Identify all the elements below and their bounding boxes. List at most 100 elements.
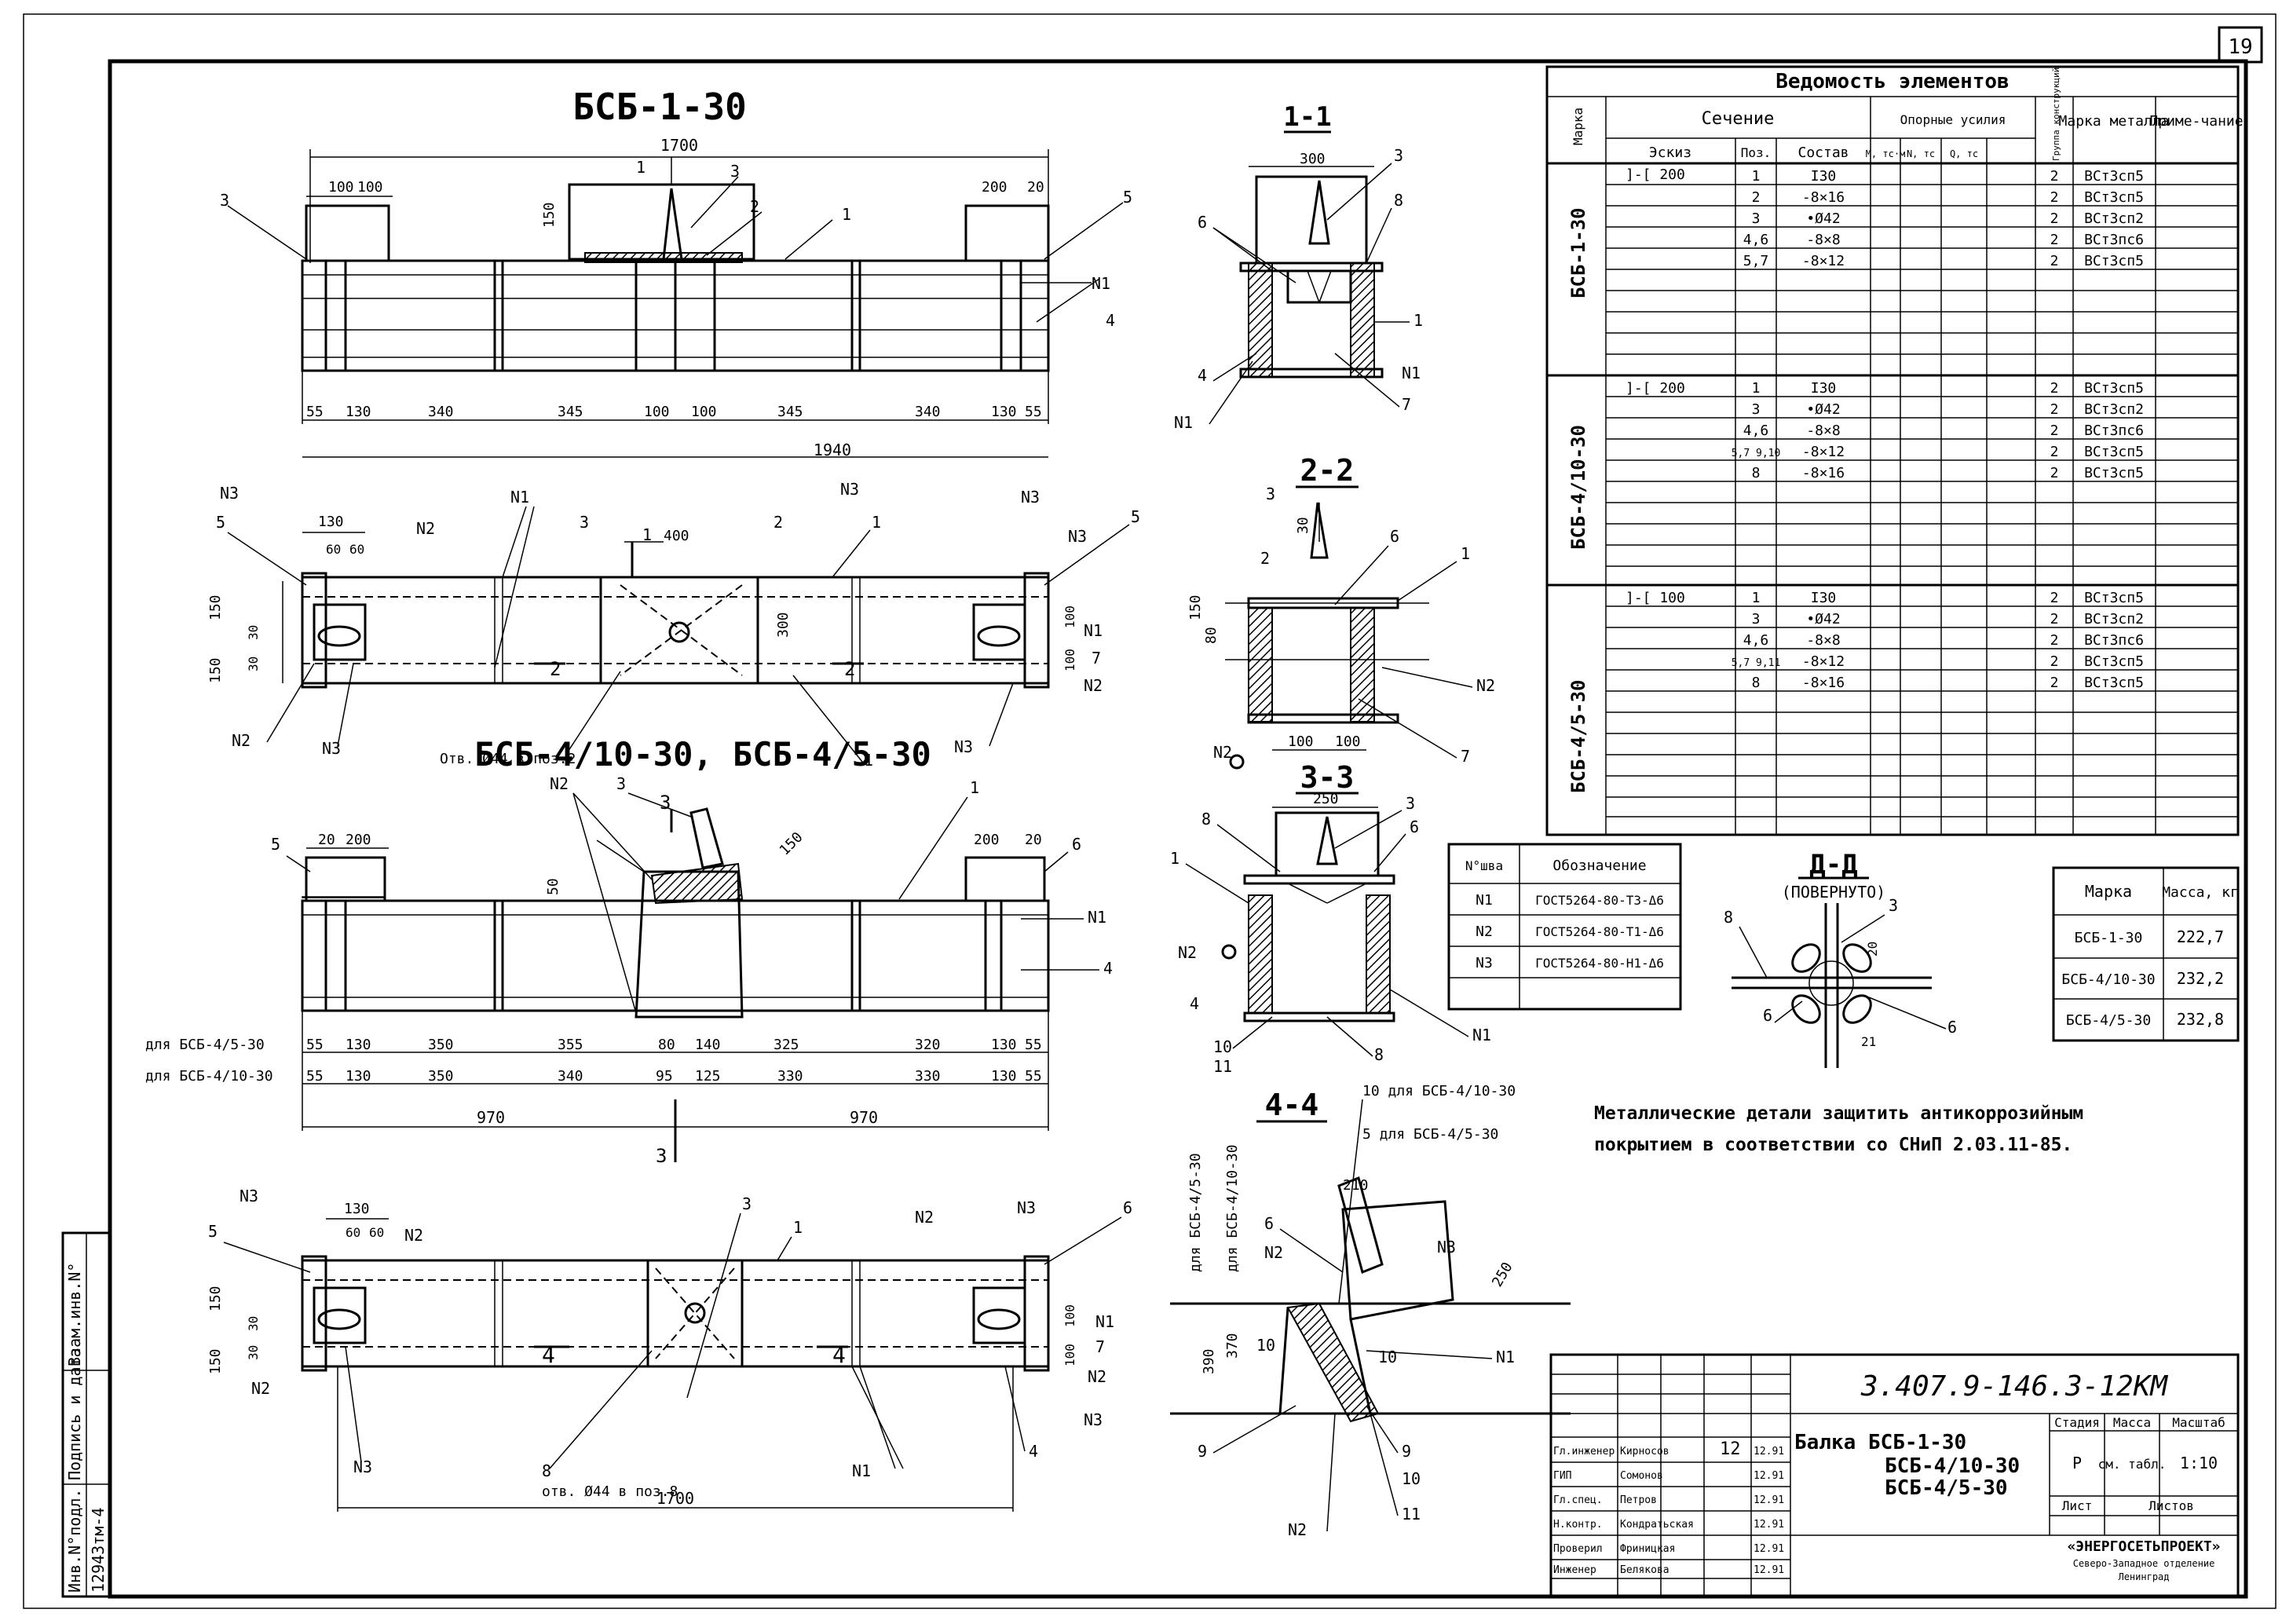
label-drawing-dims_plan2-9: 1700 [656,1489,694,1508]
label-note-line1: Металлические детали защитить антикорроз… [1594,1103,2083,1124]
label-drawing-callouts-11: N1 [852,1461,871,1480]
label-elements_table-headers-mark: Марка [1571,108,1585,145]
main-title: БСБ-1-30 [572,86,747,128]
label-drawing-dims_plan2-1: 60 [346,1225,360,1240]
label-drawing-dims_plan2-4: 150 [207,1348,224,1374]
label-drawing-callouts-11: N1 [510,488,529,507]
label-drawing-dims_plan1-6: 150 [207,657,224,683]
label-title_block-signers-0-role: Гл.инженер [1553,1446,1615,1458]
label-drawing-callouts-4: 5 [1123,188,1132,207]
label-drawing-sections-2: 3-3 [1300,760,1355,795]
label-drawing-dims_sec4-3: 370 [1224,1333,1241,1359]
label-drawing-callouts-3: 4 [1198,366,1207,385]
label-elements_table-groups-2-rows-2-metal: ВСт3пс6 [2084,632,2144,649]
label-drawing-dims_elev2_top-4: 50 [545,878,561,895]
label-elements_table-groups-1-rows-4-grp: 2 [2050,465,2059,481]
svg-text:2: 2 [550,658,561,680]
label-drawing-callouts-10: 11 [1402,1505,1421,1523]
label-elements_table-headers-sketch: Эскиз [1649,144,1691,161]
label-drawing-row_b10-7: 330 [915,1068,941,1084]
stamp-c1: Инв.N°подл. [65,1489,84,1593]
label-drawing-sections-1: 2-2 [1300,453,1355,488]
label-drawing-callouts-4: 5 [271,835,280,854]
title-block: 3.407.9-146.3-12КМ Балка БСБ-1-30 БСБ-4/… [1549,1353,2240,1598]
label-drawing-callouts-0: 1 [970,778,979,797]
label-elements_table-groups-0-rows-0-grp: 2 [2050,168,2059,185]
label-elements_table-groups-1-rows-0-metal: ВСт3сп5 [2084,380,2144,397]
label-title_block-name_l2: БСБ-4/10-30 [1885,1454,2020,1478]
label-elements_table-groups-2-rows-4-metal: ВСт3сп5 [2084,675,2144,691]
label-elements_table-groups-1-rows-1-comp: •Ø42 [1806,401,1840,418]
label-drawing-callouts-0: 1 [842,205,851,224]
label-drawing-dims_dd-1: 21 [1861,1034,1876,1049]
label-drawing-callouts-2: 3 [580,513,589,532]
label-elements_table-groups-0-rows-3-metal: ВСт3пс6 [2084,232,2144,248]
label-mass_table-rows-1-0: БСБ-4/10-30 [2061,971,2155,988]
general-note: Металлические детали защитить антикорроз… [1594,1103,2083,1155]
label-drawing-callouts-2: 3 [1394,146,1403,165]
label-drawing-callouts-0: 1 [864,751,873,770]
label-elements_table-groups-0-rows-1-comp: -8×16 [1802,189,1845,206]
label-elements_table-groups-0-rows-2-metal: ВСт3сп2 [2084,210,2144,227]
label-drawing-callouts-2: 3 [742,1194,752,1213]
label-drawing-dims_row1-2: 340 [428,404,454,420]
label-elements_table-groups-1-rows-4-comp: -8×16 [1802,465,1845,481]
label-drawing-callouts-12: N2 [550,774,569,793]
svg-text:4: 4 [542,1342,555,1368]
label-title_block-signers-2-name: Петров [1620,1494,1657,1506]
label-elements_table-groups-0-sketch: ]-[ 200 [1626,166,1685,183]
stamp-inv: 12943тм-4 [89,1508,108,1593]
label-drawing-callouts-5: 6 [1264,1214,1274,1233]
label-drawing-callouts-4: 5 [1131,507,1140,526]
label-elements_table-groups-1-rows-3-pos: 5,7 9,10 [1732,448,1781,459]
label-elements_table-headers-support_forces: Опорные усилия [1900,112,2006,127]
label-drawing-hole_note_2: отв. Ø44 в поз.8 [542,1483,678,1500]
mass-table: Марка Масса, кг БСБ-1-30 222,7 БСБ-4/10-… [2052,866,2240,1042]
label-mass_table-rows-1-1: 232,2 [2177,969,2224,988]
section-3-3: 3-3 250 8 1 3 6 N2 4 10 11 8 N1 [1170,760,1491,1076]
label-drawing-row_b10-9: 55 [1025,1068,1042,1084]
label-title_block-name_l1: Балка БСБ-1-30 [1794,1431,1966,1454]
label-drawing-dims_sec3-0: 250 [1313,791,1339,807]
label-drawing-callouts-4: 5 [216,513,225,532]
label-drawing-section_marks_plan-4: 1 [642,525,652,544]
label-mass_table-rows-2-0: БСБ-4/5-30 [2066,1012,2151,1029]
svg-text:2: 2 [844,658,855,680]
label-mass_table-rows-2-1: 232,8 [2177,1010,2224,1029]
label-elements_table-groups-2-rows-0-comp: I30 [1811,590,1837,606]
label-elements_table-groups-2-rows-1-grp: 2 [2050,611,2059,627]
label-elements_table-groups-2-rows-1-metal: ВСт3сп2 [2084,611,2144,627]
label-drawing-row_b10-3: 340 [558,1068,583,1084]
label-elements_table-groups-2-rows-3-pos: 5,7 9,11 [1732,657,1781,669]
label-drawing-callouts-5: 6 [1198,213,1207,232]
label-designation_table-rows-0-1: ГОСТ5264-80-Т3-Δ6 [1535,893,1664,908]
label-drawing-dims_plan1-9: 100 [1062,605,1077,628]
label-title_block-sheets_h: Листов [2149,1498,2194,1513]
label-elements_table-groups-0-rows-3-grp: 2 [2050,232,2059,248]
label-drawing-callouts-5: 6 [1123,1198,1132,1217]
label-drawing-callouts-12: N2 [1084,676,1103,695]
label-drawing-row_b10-6: 330 [777,1068,803,1084]
label-elements_table-headers-Q: Q, тс [1950,148,1978,159]
label-drawing-row_b5-9: 55 [1025,1037,1042,1053]
label-drawing-row_b10_label: для БСБ-4/10-30 [145,1068,273,1084]
label-drawing-dims_sec2-0: 30 [1295,517,1311,534]
label-drawing-section_marks_plan-4: 1 [636,158,645,177]
label-elements_table-groups-2-rows-2-comp: -8×8 [1806,632,1840,649]
label-elements_table-headers-remark: Приме-чание [2149,113,2243,130]
label-drawing-callouts-13: N3 [353,1458,372,1476]
label-drawing-dims_top-2: 100 [357,179,383,196]
label-drawing-callouts-3: 4 [1106,311,1115,330]
label-drawing-dims_sec2-1: 150 [1187,594,1204,620]
label-drawing-dims_elev2_top-1: 200 [346,832,371,848]
label-designation_table-rows-2-1: ГОСТ5264-80-Н1-Δ6 [1535,956,1664,971]
label-drawing-row_b10-5: 125 [695,1068,721,1084]
label-drawing-callouts-7: 8 [542,1461,551,1480]
label-elements_table-headers-pos: Поз. [1741,145,1772,160]
label-drawing-callouts-11: N1 [1174,413,1193,432]
label-elements_table-title: Ведомость элементов [1776,70,2009,93]
label-designation_table-headers-0: N°шва [1465,858,1503,873]
label-drawing-row_b5-7: 320 [915,1037,941,1053]
label-drawing-callouts-13: N3 [1084,1410,1103,1429]
label-elements_table-headers-group: Группа конструкций [2051,68,2061,161]
